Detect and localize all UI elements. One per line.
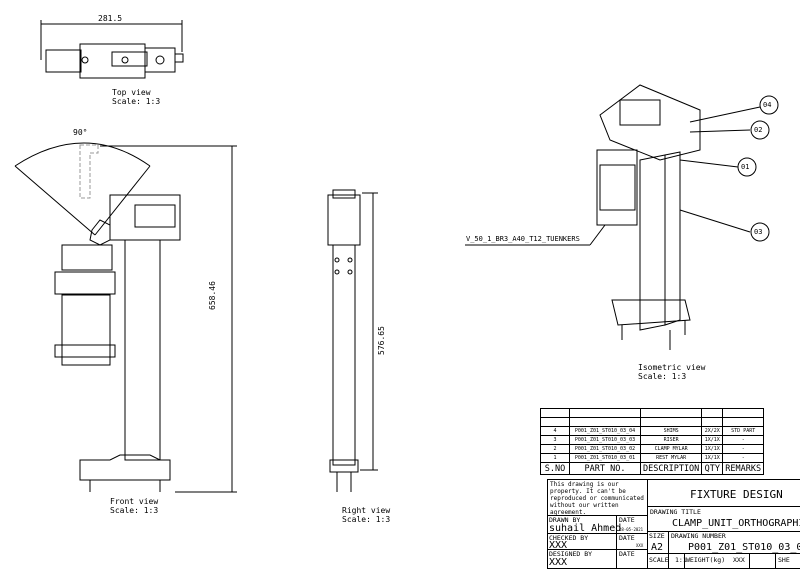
company-name: FIXTURE DESIGN: [690, 488, 783, 501]
balloon-04: 04: [763, 101, 772, 109]
drawn-by: suhail Ahmed: [549, 523, 622, 534]
balloon-02: 02: [754, 126, 763, 134]
balloon-01: 01: [741, 163, 750, 171]
callout-label: V_50_1_BR3_A40_T12_TUENKERS: [466, 235, 580, 243]
front-view-angle: 90°: [73, 128, 88, 137]
drawing-title: CLAMP_UNIT_ORTHOGRAPHIC_VI: [672, 518, 800, 529]
right-view-label: Right view: [342, 506, 391, 515]
top-view-scale: Scale: 1:3: [112, 97, 161, 106]
front-view-drawing: [14, 142, 237, 493]
right-view-scale: Scale: 1:3: [342, 515, 391, 524]
isometric-view-label: Isometric view: [638, 363, 706, 372]
top-view-dimension: 281.5: [98, 14, 123, 23]
top-view-drawing: [40, 20, 184, 79]
isometric-view-scale: Scale: 1:3: [638, 372, 687, 381]
front-view-scale: Scale: 1:3: [110, 506, 159, 515]
notice: This drawing is our property. It can't b…: [550, 481, 644, 516]
top-view-label: Top view: [112, 88, 151, 97]
right-view-drawing: [327, 189, 378, 492]
front-view-label: Front view: [110, 497, 159, 506]
front-view-dimension: 658.46: [208, 281, 217, 310]
right-view-dimension: 576.65: [377, 326, 386, 355]
drawing-number: P001_Z01_ST010_03_00: [688, 542, 800, 553]
isometric-view-drawing: [465, 84, 779, 350]
balloon-03: 03: [754, 228, 763, 236]
